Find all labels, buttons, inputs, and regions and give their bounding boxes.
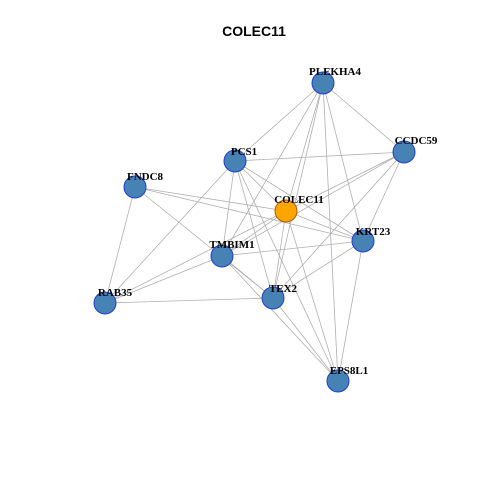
edge-colec11-eps8l1	[285, 210, 339, 382]
node-circle[interactable]	[93, 291, 117, 315]
edge-plekha4-tmbim1	[221, 82, 324, 257]
node-ccdc59[interactable]: CCDC59	[392, 135, 438, 164]
edge-pcs1-eps8l1	[234, 160, 339, 382]
edge-fndc8-krt23	[134, 186, 364, 242]
node-tmbim1[interactable]: TMBIM1	[209, 239, 255, 268]
edge-plekha4-ccdc59	[322, 82, 405, 153]
edge-colec11-tmbim1	[221, 210, 287, 257]
node-rab35[interactable]: RAB35	[93, 287, 133, 315]
edge-ccdc59-tmbim1	[221, 151, 405, 257]
edge-plekha4-pcs1	[234, 82, 324, 162]
node-label: EPS8L1	[330, 365, 369, 377]
edge-krt23-eps8l1	[337, 240, 364, 382]
graph-title: COLEC11	[222, 23, 286, 39]
edge-pcs1-tex2	[234, 160, 274, 299]
edge-colec11-rab35	[104, 210, 287, 304]
node-circle[interactable]	[326, 369, 350, 393]
edge-pcs1-colec11	[234, 160, 287, 212]
node-circle[interactable]	[210, 244, 234, 268]
node-label: RAB35	[98, 287, 133, 299]
nodes-layer: PLEKHA4CCDC59PCS1FNDC8COLEC11KRT23TMBIM1…	[93, 66, 438, 393]
node-circle[interactable]	[274, 199, 298, 223]
edge-ccdc59-tex2	[272, 151, 405, 299]
node-colec11[interactable]: COLEC11	[274, 194, 324, 223]
edge-tmbim1-rab35	[104, 255, 223, 304]
edge-fndc8-colec11	[134, 186, 287, 212]
edges-layer	[104, 82, 405, 382]
node-fndc8[interactable]: FNDC8	[123, 171, 164, 199]
node-pcs1[interactable]: PCS1	[223, 146, 257, 173]
edge-pcs1-rab35	[104, 160, 236, 304]
edge-tex2-eps8l1	[272, 297, 339, 382]
edge-plekha4-tex2	[272, 82, 324, 299]
node-circle[interactable]	[351, 229, 375, 253]
node-label: PCS1	[231, 146, 257, 158]
node-label: TMBIM1	[209, 239, 254, 251]
node-label: KRT23	[356, 226, 391, 238]
edge-rab35-tex2	[104, 297, 274, 304]
edge-colec11-tex2	[272, 210, 287, 299]
edge-pcs1-krt23	[234, 160, 364, 242]
node-circle[interactable]	[123, 175, 147, 199]
node-label: TEX2	[269, 283, 298, 295]
edge-krt23-tmbim1	[221, 240, 364, 257]
node-circle[interactable]	[392, 140, 416, 164]
edge-plekha4-colec11	[285, 82, 324, 212]
edge-tmbim1-eps8l1	[221, 255, 339, 382]
edge-ccdc59-colec11	[285, 151, 405, 212]
edge-pcs1-tmbim1	[221, 160, 236, 257]
node-krt23[interactable]: KRT23	[351, 226, 391, 253]
node-label: PLEKHA4	[309, 66, 361, 78]
node-tex2[interactable]: TEX2	[261, 283, 298, 310]
edge-plekha4-eps8l1	[322, 82, 339, 382]
node-circle[interactable]	[223, 149, 247, 173]
edge-fndc8-rab35	[104, 186, 136, 304]
node-circle[interactable]	[311, 71, 335, 95]
edge-plekha4-krt23	[322, 82, 364, 242]
edge-colec11-krt23	[285, 210, 364, 242]
node-label: CCDC59	[395, 135, 438, 147]
edge-ccdc59-krt23	[362, 151, 405, 242]
edge-krt23-tex2	[272, 240, 364, 299]
node-eps8l1[interactable]: EPS8L1	[326, 365, 369, 393]
node-circle[interactable]	[261, 286, 285, 310]
node-plekha4[interactable]: PLEKHA4	[309, 66, 361, 95]
node-label: COLEC11	[274, 194, 324, 206]
edge-ccdc59-pcs1	[234, 151, 405, 162]
node-label: FNDC8	[127, 171, 164, 183]
